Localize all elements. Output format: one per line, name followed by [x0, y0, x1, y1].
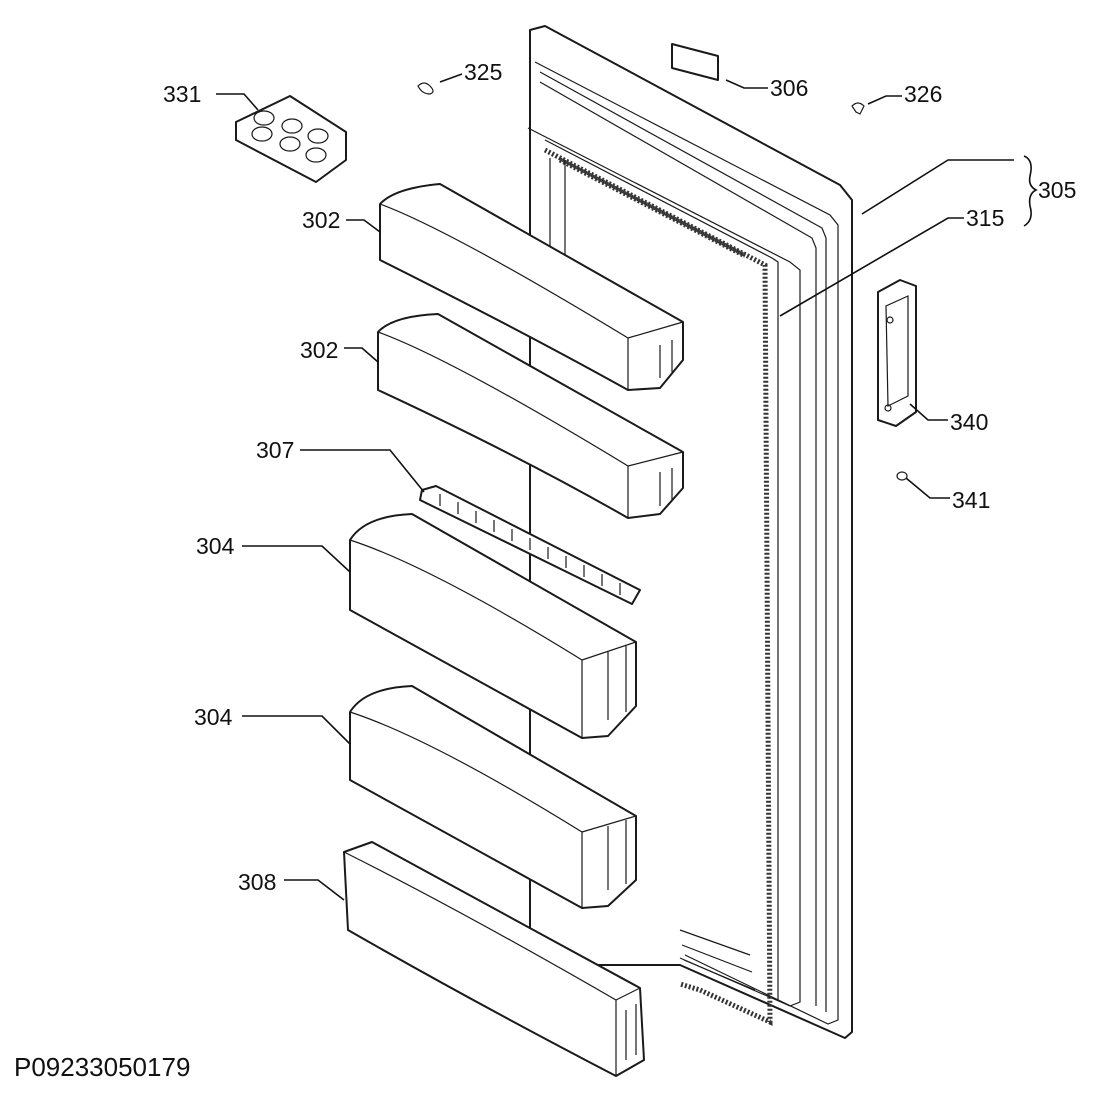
- label-306: 306: [770, 75, 808, 101]
- label-304-lower: 304: [194, 704, 233, 730]
- bottle-shelf-308: [343, 841, 645, 1077]
- label-302-lower: 302: [300, 337, 338, 363]
- clip-326: [851, 102, 865, 115]
- label-304-upper: 304: [196, 533, 235, 559]
- door-shelf-302-upper: [379, 183, 684, 391]
- screw-341: [896, 471, 908, 481]
- label-307: 307: [256, 437, 294, 463]
- label-305: 305: [1038, 177, 1076, 203]
- door-shelf-302-lower: [377, 313, 684, 519]
- label-325: 325: [464, 59, 502, 85]
- label-315: 315: [966, 205, 1004, 231]
- egg-tray: [235, 95, 347, 183]
- label-302-upper: 302: [302, 207, 340, 233]
- label-331: 331: [163, 81, 201, 107]
- part-labels: 331 325 306 326 305 315 302 302 307 340 …: [163, 59, 1076, 895]
- bottle-retainer-307: [419, 485, 641, 605]
- label-341: 341: [952, 487, 990, 513]
- door-shelf-304-lower: [349, 685, 637, 909]
- label-340: 340: [950, 409, 988, 435]
- door-shelf-304-upper: [349, 513, 637, 739]
- drawing-code: P09233050179: [14, 1052, 191, 1082]
- clip-325: [417, 82, 434, 95]
- door-handle-340: [877, 279, 917, 427]
- leader-lines: [216, 73, 1038, 901]
- door-assembly: [527, 25, 853, 1039]
- label-326: 326: [904, 81, 942, 107]
- label-308: 308: [238, 869, 276, 895]
